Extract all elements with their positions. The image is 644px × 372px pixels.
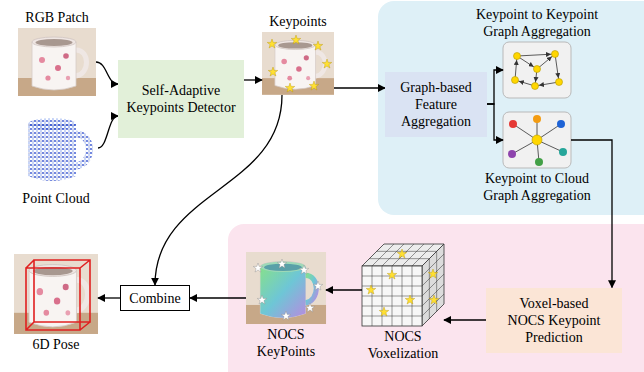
flow-arrow <box>244 79 262 80</box>
box-label: Voxel-based NOCS Keypoint Prediction <box>504 295 604 346</box>
caption: Keypoint to Cloud Graph Aggregation <box>472 170 602 204</box>
graph-nodes <box>512 51 563 90</box>
flow-arrow <box>190 297 246 298</box>
combine-box: Combine <box>120 285 190 311</box>
keypoint-star <box>268 67 278 76</box>
graph-links <box>515 54 559 86</box>
caption: NOCS KeyPoints <box>246 326 326 360</box>
keypoint-star <box>267 39 277 48</box>
keypoints-image <box>262 32 334 95</box>
pose-photo <box>14 254 98 334</box>
cloud-point <box>509 120 517 128</box>
image-panel: NOCS Voxelization <box>362 242 444 326</box>
image-panel: RGB Patch <box>18 28 96 96</box>
rgb-mug-image <box>18 28 96 96</box>
cloud-rim <box>28 118 76 130</box>
caption: Keypoint to Keypoint Graph Aggregation <box>462 6 612 40</box>
grid-side <box>422 251 444 318</box>
voxel-keypoint <box>387 270 397 279</box>
cloud-graph-icon <box>503 112 571 168</box>
keypoint-star <box>313 41 323 50</box>
voxel-keypoint <box>405 295 415 304</box>
caption: Point Cloud <box>22 190 89 207</box>
box-label: Combine <box>129 290 180 307</box>
nocs-keypoint <box>305 303 315 312</box>
pose-box <box>26 260 90 330</box>
graph-icon: Keypoint to Keypoint Graph Aggregation <box>503 42 571 98</box>
nocs-keypoint <box>257 295 267 304</box>
point-cloud-image <box>28 118 90 181</box>
voxel-keypoint <box>428 269 438 278</box>
feature-panel <box>378 1 644 215</box>
voxel-keypoint <box>366 285 376 294</box>
nocs-map <box>260 262 316 318</box>
pose-image <box>14 254 98 334</box>
caption: NOCS Voxelization <box>358 328 448 362</box>
cloud-point <box>508 150 516 158</box>
caption: 6D Pose <box>32 336 79 353</box>
keypoint-star <box>322 59 332 68</box>
image-panel: 6D Pose <box>14 254 98 334</box>
keypoint-star <box>285 83 295 92</box>
image-panel: NOCS KeyPoints <box>246 252 326 324</box>
nocs-keypoint <box>281 311 291 320</box>
box-label: Graph-based Feature Aggregation <box>391 79 481 130</box>
cube-side <box>422 244 444 326</box>
keypoint-center <box>532 135 542 145</box>
flow-arrow <box>98 116 118 148</box>
flow-arrow <box>487 104 503 140</box>
cloud-body <box>28 124 76 181</box>
icon-frame <box>503 42 571 98</box>
flow-arrow <box>571 140 612 288</box>
box-label: Self-Adaptive Keypoints Detector <box>124 82 238 116</box>
grid-front <box>362 266 422 326</box>
keypoint-graph-icon <box>503 42 571 98</box>
keypoint-star <box>291 35 301 44</box>
icon-frame <box>503 112 571 168</box>
nocs-keypoint <box>313 281 323 290</box>
nocs-keypoint <box>299 265 309 274</box>
image-panel: Point Cloud <box>14 108 98 188</box>
nocs-panel <box>228 224 644 372</box>
flow-arrow <box>487 70 503 104</box>
image-panel: Keypoints <box>262 32 334 95</box>
nocs-keypoints-image <box>246 252 326 324</box>
cloud-point <box>535 158 543 166</box>
flow-arrow <box>98 297 120 298</box>
graph-icon: Keypoint to Cloud Graph Aggregation <box>503 112 571 168</box>
graph-spokes <box>512 119 563 162</box>
connectors <box>96 62 612 320</box>
cube-front <box>362 266 422 326</box>
voxel-keypoint <box>397 249 407 258</box>
flow-arrow <box>326 289 362 290</box>
caption: Keypoints <box>269 13 327 30</box>
flow-arrow <box>444 319 486 320</box>
cloud-point <box>557 120 565 128</box>
nocs-keypoint <box>253 263 263 272</box>
grid-top <box>369 244 436 266</box>
nocs-photo <box>246 252 326 324</box>
process-box: Self-Adaptive Keypoints Detector <box>118 60 244 138</box>
nocs-keypoint <box>277 259 287 268</box>
voxel-keypoint <box>379 307 389 316</box>
caption: RGB Patch <box>25 9 88 26</box>
flow-arrow <box>96 62 118 84</box>
keypoints-mug <box>262 32 334 95</box>
voxel-keypoint <box>429 295 439 304</box>
process-box: Graph-based Feature Aggregation <box>385 72 487 137</box>
process-box: Voxel-based NOCS Keypoint Prediction <box>486 288 622 353</box>
voxel-grid <box>362 244 444 326</box>
cloud-point <box>533 115 541 123</box>
cloud-point <box>559 148 567 156</box>
cloud-handle <box>76 134 90 166</box>
flow-arrow <box>334 87 385 88</box>
keypoint-star <box>309 81 319 90</box>
